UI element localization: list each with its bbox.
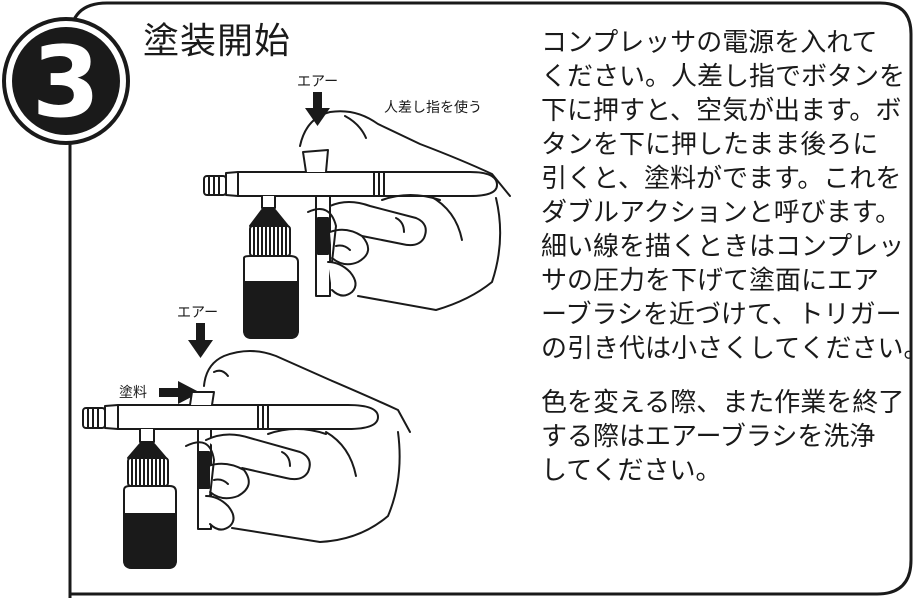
airbrush-illustration-bottom [82, 323, 411, 569]
step-badge: 3 [2, 17, 130, 145]
hand-illustration [299, 110, 511, 311]
label-air-bottom: エアー [177, 305, 219, 321]
instruction-line: 色を変える際、また作業を終了 [541, 388, 905, 418]
instruction-line: 引くと、塗料がでます。これを [541, 164, 902, 194]
instruction-line: サの圧力を下げて塗面にエア [541, 266, 880, 296]
hand-illustration [185, 350, 411, 543]
instruction-line: 細い線を描くときはコンプレッ [541, 232, 905, 262]
instruction-line: の引き代は小さくしてください。 [541, 334, 913, 364]
instruction-line: ください。人差し指でボタンを [541, 62, 906, 92]
label-paint: 塗料 [119, 385, 147, 401]
arrow-down-icon [188, 323, 213, 358]
label-finger: 人差し指を使う [384, 100, 482, 116]
paint-bottle-illustration [123, 443, 177, 569]
instruction-line: ダブルアクションと呼びます。 [541, 198, 902, 228]
instruction-line: ーブラシを近づけて、トリガー [541, 300, 902, 330]
paint-bottle-illustration [243, 209, 299, 339]
step-number: 3 [32, 26, 100, 140]
instruction-line: する際はエアーブラシを洗浄 [541, 422, 876, 452]
instruction-paragraph-2: 色を変える際、また作業を終了する際はエアーブラシを洗浄してください。 [541, 386, 906, 488]
step-title: 塗装開始 [143, 21, 292, 62]
label-air-top: エアー [297, 74, 339, 90]
instruction-line: コンプレッサの電源を入れて [541, 28, 878, 58]
instruction-line: 下に押すと、空気が出ます。ボ [541, 96, 902, 126]
instruction-line: してください。 [541, 456, 722, 486]
instruction-paragraph-1: コンプレッサの電源を入れてください。人差し指でボタンを下に押すと、空気が出ます。… [541, 26, 913, 366]
instruction-line: タンを下に押したまま後ろに [541, 130, 879, 160]
arrow-down-icon [305, 92, 330, 126]
arrow-right-icon [159, 381, 200, 404]
airbrush-illustration-top [203, 92, 511, 339]
